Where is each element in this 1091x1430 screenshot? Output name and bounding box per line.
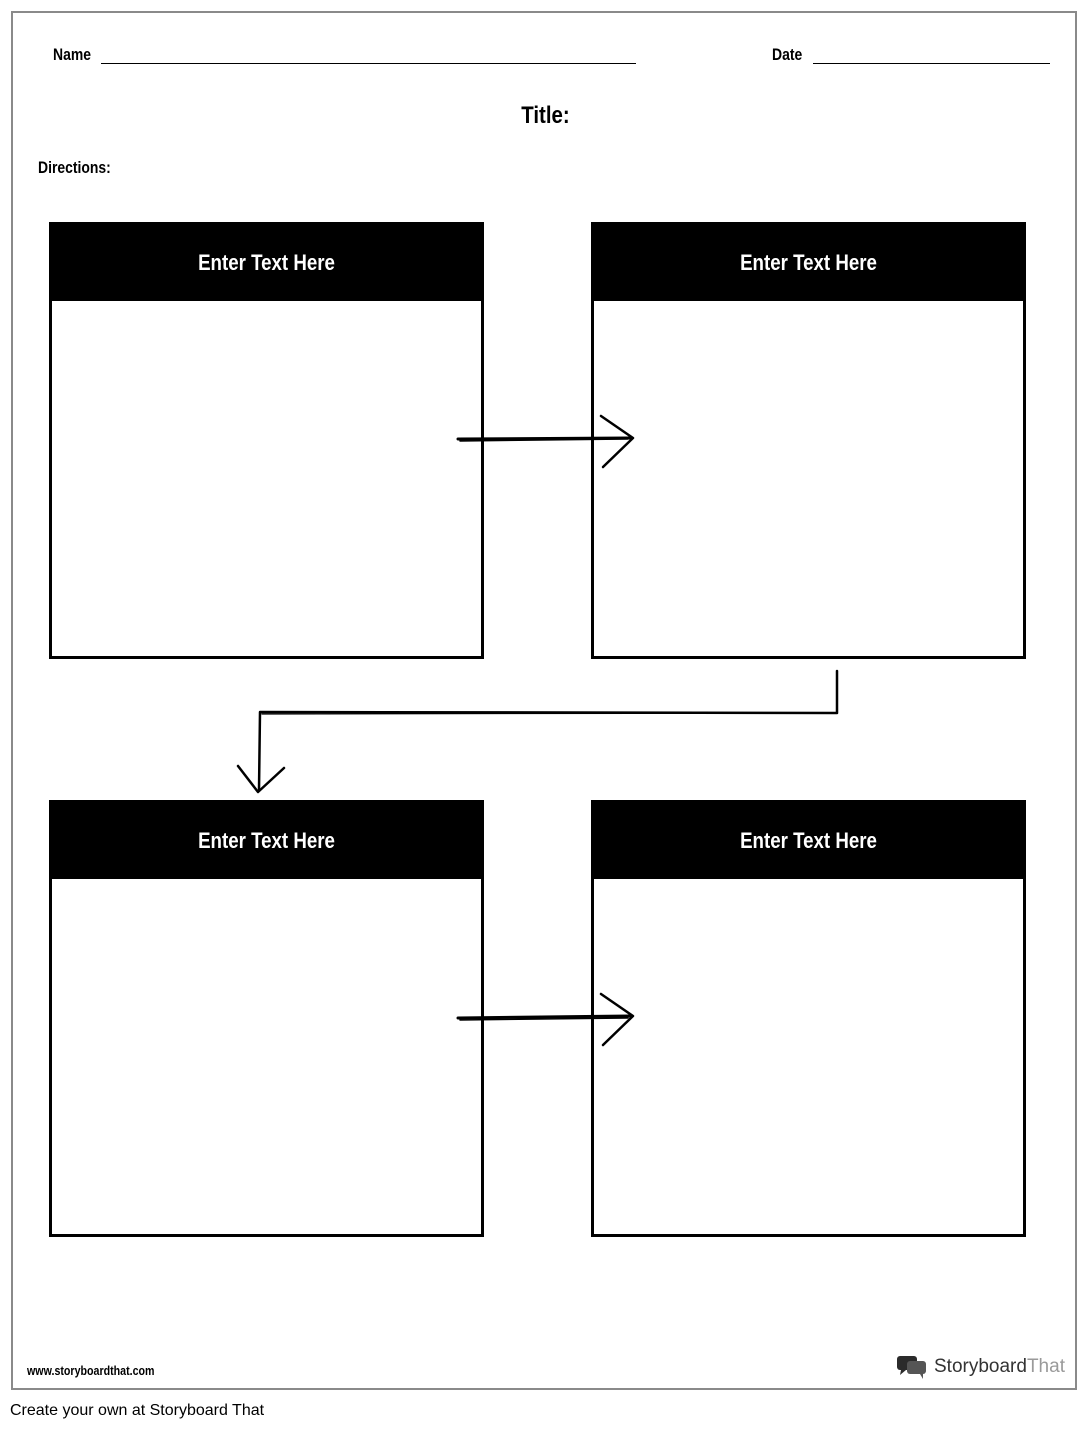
box-4-header-text: Enter Text Here bbox=[740, 828, 877, 853]
title-label: Title: bbox=[521, 102, 570, 129]
box-2-header-text: Enter Text Here bbox=[740, 250, 877, 275]
brand-logo[interactable]: StoryboardThat bbox=[896, 1354, 1065, 1380]
box-1-header[interactable]: Enter Text Here bbox=[52, 225, 481, 301]
brand-secondary: That bbox=[1026, 1356, 1065, 1377]
directions-label: Directions: bbox=[38, 158, 111, 177]
name-label: Name bbox=[53, 45, 91, 64]
name-line[interactable] bbox=[101, 63, 636, 64]
box-2[interactable]: Enter Text Here bbox=[591, 222, 1026, 659]
box-3[interactable]: Enter Text Here bbox=[49, 800, 484, 1237]
box-4[interactable]: Enter Text Here bbox=[591, 800, 1026, 1237]
create-own-caption[interactable]: Create your own at Storyboard That bbox=[10, 1402, 265, 1419]
date-line[interactable] bbox=[813, 63, 1050, 64]
page-title: Title: bbox=[0, 102, 1091, 130]
box-3-header-text: Enter Text Here bbox=[198, 828, 335, 853]
box-4-header[interactable]: Enter Text Here bbox=[594, 803, 1023, 879]
storyboardthat-logo-icon bbox=[897, 1356, 926, 1379]
brand-text: StoryboardThat bbox=[934, 1356, 1065, 1378]
box-3-header[interactable]: Enter Text Here bbox=[52, 803, 481, 879]
box-2-header[interactable]: Enter Text Here bbox=[594, 225, 1023, 301]
box-1-header-text: Enter Text Here bbox=[198, 250, 335, 275]
footer-url[interactable]: www.storyboardthat.com bbox=[27, 1363, 155, 1378]
date-label: Date bbox=[772, 45, 803, 64]
box-1[interactable]: Enter Text Here bbox=[49, 222, 484, 659]
brand-primary: Storyboard bbox=[934, 1356, 1027, 1377]
